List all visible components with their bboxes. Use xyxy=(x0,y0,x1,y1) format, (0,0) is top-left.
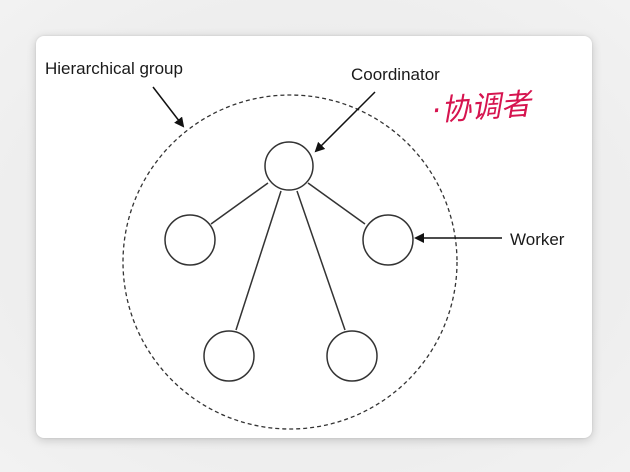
edge-coordinator-bottom-left-worker xyxy=(235,190,282,331)
group-label: Hierarchical group xyxy=(45,59,183,78)
edge-coordinator-right-worker xyxy=(307,182,366,225)
edge-coordinator-bottom-right-worker xyxy=(296,190,346,331)
edge-coordinator-left-worker xyxy=(210,182,269,225)
coordinator-label-arrow xyxy=(314,91,376,153)
worker-node-bottom-left xyxy=(203,330,255,382)
worker-node-bottom-right xyxy=(326,330,378,382)
group-boundary xyxy=(122,94,458,430)
coordinator-label: Coordinator xyxy=(351,65,440,84)
group-label-arrow xyxy=(152,86,185,128)
coordinator-node xyxy=(264,141,314,191)
handwritten-annotation: ·协调者 xyxy=(430,87,535,129)
diagram-card xyxy=(36,36,592,438)
worker-label: Worker xyxy=(510,230,565,249)
worker-node-left xyxy=(164,214,216,266)
worker-node-right xyxy=(362,214,414,266)
